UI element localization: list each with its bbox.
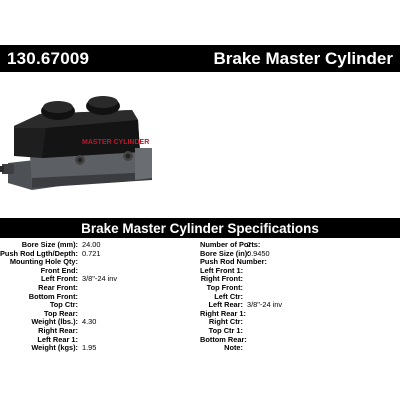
spec-value: 1.95 (82, 343, 97, 353)
spec-value: 3/8"-24 inv (82, 274, 118, 284)
spec-label: Push Rod Lgth/Depth: (0, 248, 78, 258)
part-number: 130.67009 (7, 48, 90, 68)
spec-row: Bottom Rear: (200, 334, 400, 345)
spec-row: Top Ctr 1: (200, 325, 400, 336)
spec-row: Left Front 1: (200, 265, 400, 276)
spec-row: Weight (lbs.): 4.30 (0, 318, 200, 327)
spec-value: 0.721 (82, 248, 101, 258)
spec-row: Left Ctr: (200, 291, 400, 302)
spec-row: Push Rod Number: (200, 258, 400, 267)
spec-label: Left Rear: (208, 300, 244, 310)
spec-value (81, 284, 82, 293)
spec-label: Right Front: (200, 274, 243, 284)
spec-value (246, 275, 247, 284)
spec-row: Top Ctr: (0, 301, 200, 310)
spec-row: Top Front: (200, 282, 400, 293)
spec-value (81, 327, 82, 336)
spec-label: Front End: (40, 265, 78, 275)
spec-row: Bore Size (mm): 24.00 (0, 240, 200, 250)
spec-row: Right Rear 1: (200, 308, 400, 319)
spec-row: Top Rear: (0, 308, 200, 319)
spec-row: Right Rear: (0, 325, 200, 336)
spec-row: Rear Front: (0, 282, 200, 293)
spec-row: Left Front: 3/8"-24 inv (0, 275, 200, 284)
part-type-title: Brake Master Cylinder (213, 48, 393, 68)
spec-label: Right Rear 1: (200, 308, 246, 318)
spec-label: Left Front: (41, 274, 78, 284)
spec-row: Left Rear:3/8"-24 inv (200, 301, 400, 310)
spec-label: Weight (kgs): (31, 343, 78, 353)
spec-row: Front End: (0, 265, 200, 276)
spec-value (246, 336, 247, 345)
spec-value: 3/8"-24 inv (247, 300, 283, 310)
spec-label: Bore Size (mm): (21, 240, 78, 249)
spec-value (81, 293, 82, 302)
spec-label: Note: (224, 343, 243, 353)
spec-value (246, 344, 247, 353)
spec-value: 4.30 (82, 317, 97, 327)
spec-row: Bore Size (in):0.9450 (200, 248, 400, 259)
spec-value (246, 258, 247, 267)
title-bar: 130.67009 Brake Master Cylinder (0, 45, 400, 72)
cap-logo: MASTER CYLINDER (82, 139, 149, 146)
spec-label: Top Ctr: (49, 300, 78, 310)
spec-label: Number of Ports: (200, 240, 261, 249)
spec-label: Rear Front: (38, 282, 78, 292)
spec-label: Weight (lbs.): (31, 317, 78, 327)
spec-label: Top Ctr 1: (208, 325, 243, 335)
spec-row: Bottom Front: (0, 291, 200, 302)
spec-value (246, 267, 247, 276)
spec-value (246, 284, 247, 293)
spec-label: Right Ctr: (208, 317, 243, 327)
spec-row: Number of Ports:2 (200, 240, 400, 250)
spec-label: Top Rear: (44, 308, 78, 318)
spec-label: Top Front: (206, 282, 243, 292)
spec-row: Weight (kgs): 1.95 (0, 344, 200, 353)
spec-label: Bottom Front: (28, 291, 78, 301)
spec-label: Push Rod Number: (200, 257, 267, 267)
spec-row: Mounting Hole Qty: (0, 258, 200, 267)
spec-value: 2 (247, 240, 252, 249)
spec-label: Left Front 1: (200, 265, 244, 275)
spec-row: Left Rear 1: (0, 334, 200, 345)
spec-value (81, 258, 82, 267)
spec-label: Bore Size (in): (200, 248, 250, 258)
spec-value (81, 301, 82, 310)
spec-title: Brake Master Cylinder Specifications (0, 218, 400, 238)
spec-label: Left Rear 1: (37, 334, 78, 344)
spec-label: Right Rear: (38, 325, 78, 335)
spec-label: Left Ctr: (214, 291, 243, 301)
spec-value (246, 318, 247, 327)
product-image: MASTER CYLINDER (0, 96, 152, 190)
spec-value: 0.9450 (247, 248, 270, 258)
spec-label: Bottom Rear: (200, 334, 247, 344)
spec-row: Right Ctr: (200, 318, 400, 327)
spec-row: Note: (200, 344, 400, 353)
spec-value: 24.00 (82, 240, 101, 249)
spec-label: Mounting Hole Qty: (9, 257, 78, 267)
spec-row: Right Front: (200, 275, 400, 284)
spec-row: Push Rod Lgth/Depth: 0.721 (0, 248, 200, 259)
spec-value (246, 310, 247, 319)
